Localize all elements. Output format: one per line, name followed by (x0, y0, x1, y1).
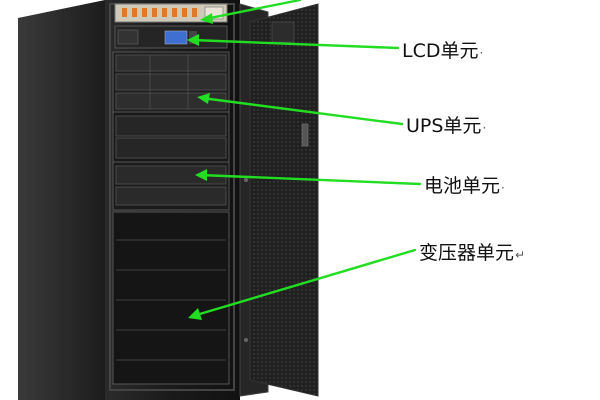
label-battery-unit: 电池单元· (424, 175, 505, 197)
arrow-battery (195, 169, 422, 186)
label-lcd-mark: · (479, 46, 484, 60)
label-lcd-unit: LCD单元· (402, 40, 484, 62)
arrow-lcd (187, 34, 400, 50)
label-transformer-mark: ↵ (515, 248, 526, 262)
lcd-unit (114, 25, 228, 49)
door-handle (301, 123, 309, 147)
arrow-breaker (200, 0, 302, 24)
cabinet-left-side (18, 0, 105, 400)
transformer-unit (112, 211, 230, 385)
label-ups-mark: · (482, 121, 487, 135)
label-ups-unit: UPS单元· (406, 115, 487, 137)
lcd-screen (164, 30, 188, 45)
arrow-ups (197, 93, 404, 126)
arrows (187, 0, 422, 320)
battery-unit (112, 161, 230, 211)
cabinet-door (239, 3, 319, 397)
arrow-transformer (188, 248, 417, 320)
ups-modules (112, 51, 230, 163)
label-transformer-unit: 变压器单元↵ (419, 242, 526, 264)
label-battery-mark: · (501, 181, 505, 195)
